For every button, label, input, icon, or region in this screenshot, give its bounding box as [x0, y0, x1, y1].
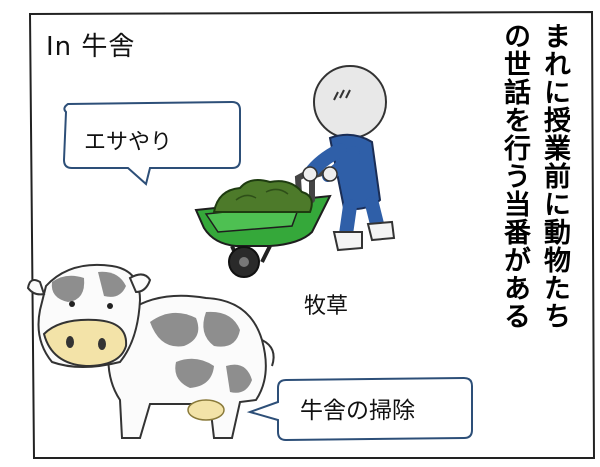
cleaning-bubble-text: 牛舎の掃除 [300, 398, 415, 424]
location-label: In 牛舎 [46, 32, 136, 62]
boot-icon [366, 220, 396, 242]
narration-column-1: まれに授業前に動物たち [539, 22, 570, 330]
cow-illustration [26, 263, 275, 439]
cow-nose-icon [42, 318, 128, 368]
cleaning-speech-bubble [246, 376, 473, 442]
student-figure [302, 65, 396, 252]
udder-icon [187, 399, 225, 421]
narration-column-2: の世話を行う当番がある [499, 22, 530, 330]
feed-speech-bubble [62, 100, 241, 186]
grass-label: 牧草 [304, 294, 349, 319]
boot-icon [332, 231, 363, 252]
grass-pile [212, 179, 313, 213]
head-icon [313, 65, 387, 139]
panel-border [28, 10, 596, 459]
feed-bubble-text: エサやり [84, 130, 173, 155]
